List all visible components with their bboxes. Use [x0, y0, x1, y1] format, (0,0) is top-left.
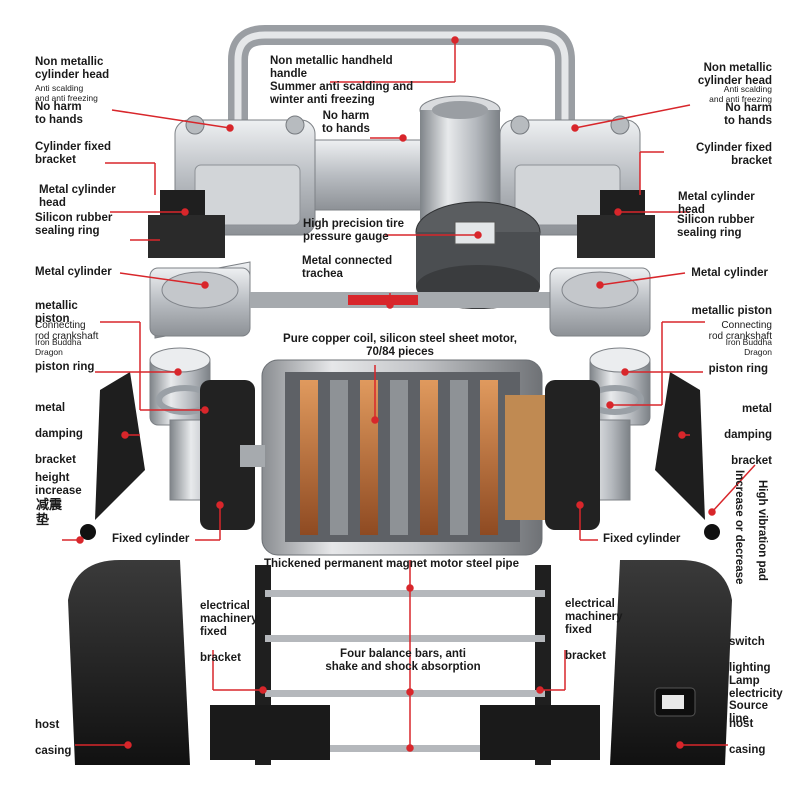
label-switch: switch lighting Lamp electricity Source … — [729, 636, 783, 726]
label-increase-decrease: Increase or decrease — [733, 470, 745, 585]
label-fixed-cylinder-left: Fixed cylinder — [112, 533, 190, 545]
label-fixed-cylinder-right: Fixed cylinder — [603, 533, 681, 545]
label-crankshaft-right: Connecting rod crankshaft — [708, 320, 772, 343]
label-metal-cylinder-right: Metal cylinder — [691, 267, 768, 279]
label-gauge: High precision tire pressure gauge — [303, 218, 404, 243]
label-casing-left: host casing — [35, 719, 72, 757]
label-bracket-fixed-left: Cylinder fixed bracket — [35, 141, 112, 166]
sealing-rings — [148, 190, 655, 258]
motor — [240, 359, 545, 556]
host-casings — [68, 560, 732, 765]
label-balance-bars: Four balance bars, anti shake and shock … — [325, 648, 481, 673]
balance-bar-frame — [210, 565, 600, 765]
label-machinery-left: electrical machinery fixed bracket — [200, 600, 258, 664]
label-cylinder-head-left: Non metallic cylinder head — [35, 56, 110, 81]
label-anti-scalding-right: Anti scalding and anti freezing — [709, 84, 772, 104]
label-steel-pipe: Thickened permanent magnet motor steel p… — [264, 558, 519, 570]
label-damping-right: metal damping bracket — [724, 403, 772, 467]
label-metal-head-left: Metal cylinder head — [39, 184, 116, 209]
label-casing-right: host casing — [729, 718, 766, 756]
label-seal-left: Silicon rubber sealing ring — [35, 212, 113, 237]
label-no-harm-left: No harm to hands — [35, 101, 83, 126]
label-motor: Pure copper coil, silicon steel sheet mo… — [283, 333, 517, 358]
label-handle: Non metallic handheld handle Summer anti… — [270, 55, 414, 106]
label-metal-cylinder-left: Metal cylinder — [35, 266, 112, 278]
label-no-harm-right: No harm to hands — [724, 102, 772, 127]
head-assembly — [174, 95, 641, 309]
label-damping-left: metal damping bracket — [35, 402, 83, 466]
metal-cylinder-plates — [149, 261, 651, 339]
label-trachea: Metal connected trachea — [302, 255, 393, 280]
label-height-increase: height increase — [35, 472, 82, 497]
label-cylinder-head-right: Non metallic cylinder head — [697, 62, 772, 87]
handheld-handle — [228, 25, 575, 140]
label-buddha-right: Iron Buddha Dragon — [725, 337, 772, 357]
label-piston-right: metallic piston — [691, 305, 772, 317]
label-anti-scalding-left: Anti scalding and anti freezing — [35, 83, 98, 103]
label-bracket-fixed-right: Cylinder fixed bracket — [695, 142, 772, 167]
callout-lines — [62, 36, 756, 752]
label-piston-ring-left: piston ring — [35, 361, 95, 373]
label-cn-pad: 减震 垫 — [36, 497, 63, 527]
label-machinery-right: electrical machinery fixed bracket — [565, 598, 623, 662]
label-no-harm-center: No harm to hands — [322, 110, 370, 135]
label-seal-right: Silicon rubber sealing ring — [677, 214, 755, 239]
label-metal-head-right: Metal cylinder head — [678, 191, 755, 216]
label-crankshaft-left: Connecting rod crankshaft — [35, 320, 99, 343]
label-high-vibration-pad: High vibration pad — [756, 480, 768, 581]
damping-brackets — [80, 372, 720, 540]
label-buddha-left: Iron Buddha Dragon — [35, 337, 82, 357]
label-piston-left: metallic piston — [35, 300, 78, 325]
label-piston-ring-right: piston ring — [708, 363, 768, 375]
